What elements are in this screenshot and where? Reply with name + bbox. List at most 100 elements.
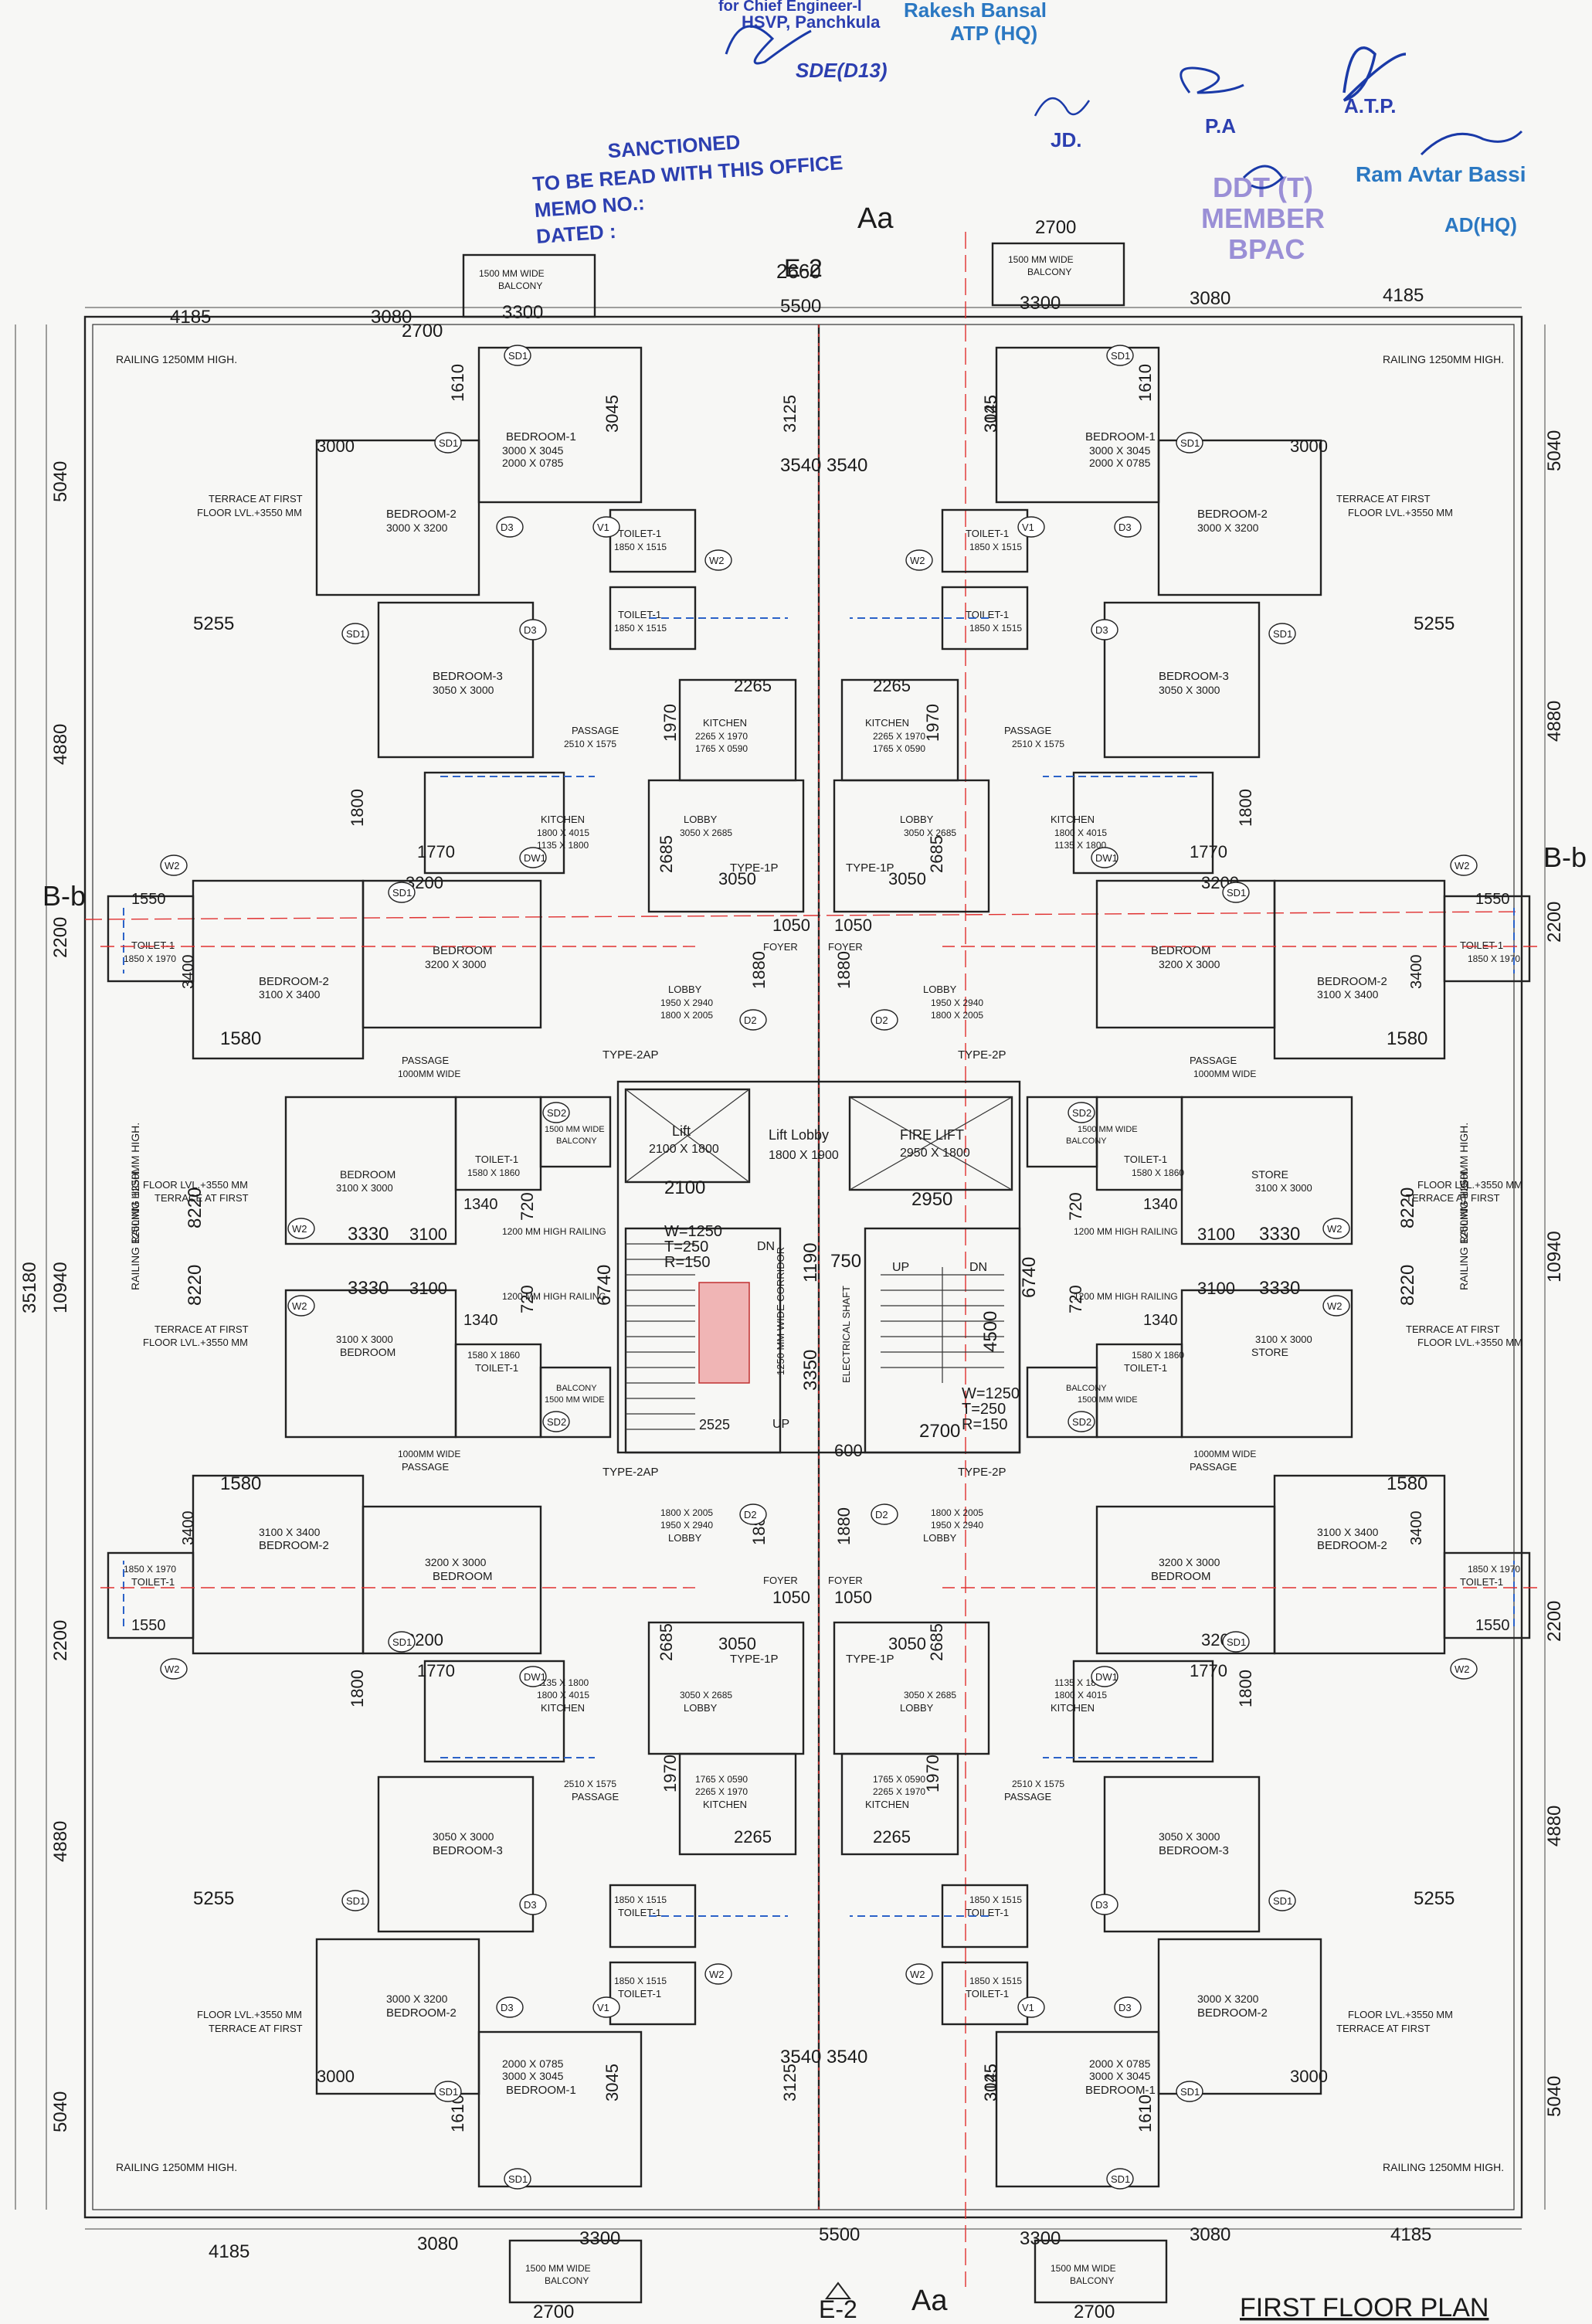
sw-toilet-side (107, 1551, 195, 1639)
balcony-bottom-right-l1: 1500 MM WIDE (1051, 2263, 1116, 2274)
ne-dim-3045: 3045 (981, 395, 1000, 433)
nw-passage2-wide: 1000MM WIDE (398, 1069, 460, 1079)
ne-tag-sd1-c-circle (1268, 623, 1296, 644)
se-bedroom2 (1157, 1938, 1322, 2095)
nw-bedroom2 (315, 439, 480, 596)
nw-kitchen-size2: 1765 X 0590 (695, 743, 748, 754)
dim-2700-core: 2700 (919, 1421, 960, 1442)
balcony-bottom-right (1034, 2239, 1168, 2304)
se-kitchen2-size: 1800 X 4015 (1054, 1690, 1107, 1701)
electrical-shaft-label: ELECTRICAL SHAFT (840, 1286, 852, 1383)
sanction-stamp: SANCTIONED TO BE READ WITH THIS OFFICE M… (531, 130, 844, 248)
nw-kitchen2-size: 1800 X 4015 (537, 827, 589, 838)
ne-bedroom3 (1103, 601, 1261, 759)
sw-terrace-side-2: FLOOR LVL.+3550 MM (143, 1179, 248, 1191)
se-dim-1050: 1050 (834, 1588, 872, 1607)
ne-tag-d1-label: D2 (875, 1014, 888, 1026)
nw-toilet-a-size: 1850 X 1515 (614, 542, 667, 552)
nw-bedroom3-label: BEDROOM-3 (433, 670, 503, 683)
top-dim-2: 3080 (371, 307, 412, 328)
se-dim-3050: 3050 (888, 1634, 926, 1653)
nw-passage2-label: PASSAGE (402, 1055, 450, 1066)
ne-tag-sd2-label: SD2 (1072, 1107, 1091, 1119)
se-bedroom1-size2: 2000 X 0785 (1089, 2057, 1151, 2070)
nw-bedroom-small-label: BEDROOM (340, 1168, 395, 1181)
ne-tag-sd1-b-circle (1176, 432, 1203, 454)
nw-dim-3400: 3400 (180, 955, 197, 990)
bottom-dim-1: 4185 (209, 2241, 249, 2262)
sw-dim-720: 720 (518, 1285, 537, 1313)
ne-toilet-small-label: TOILET-1 (1124, 1154, 1167, 1165)
nw-toilet-small-size: 1580 X 1860 (467, 1167, 520, 1178)
ne-tag-d2-a-circle (1114, 516, 1142, 538)
se-terrace-side-1: TERRACE AT FIRST (1406, 1192, 1500, 1204)
lift-lobby-size: 1800 X 1900 (769, 1149, 839, 1162)
signature-4 (1343, 46, 1407, 102)
sw-railing1200: 1200 MM HIGH RAILING (502, 1291, 606, 1302)
nw-type2: TYPE-2AP (603, 1048, 659, 1062)
nw-tag-sd1-b-circle (434, 432, 462, 454)
sw-dim-2685: 2685 (657, 1623, 676, 1661)
se-dim-1880: 1880 (834, 1507, 854, 1545)
se-kitchen-size2: 1765 X 0590 (873, 1774, 925, 1785)
nw-balcony-small-l2: BALCONY (556, 1137, 597, 1146)
signature-2 (1034, 97, 1091, 117)
header-sde: SDE(D13) (796, 59, 887, 82)
se-kitchen-label: KITCHEN (865, 1799, 909, 1810)
nw-foyer: FOYER (763, 941, 798, 953)
ne-tag-sd1-c-label: SD1 (1273, 628, 1292, 640)
nw-toilet-side-label: TOILET-1 (131, 939, 175, 951)
nw-dim-1340: 1340 (463, 1312, 498, 1329)
sw-bedroom1-size2: 2000 X 0785 (502, 2057, 564, 2070)
nw-tag-v1-label: W2 (709, 555, 725, 566)
bottom-dim-5: 3300 (1020, 2228, 1061, 2249)
stair-left-t: T=250 (664, 1238, 708, 1255)
nw-kitchen2 (423, 771, 565, 875)
sw-dim-1800: 1800 (348, 1670, 367, 1707)
sw-tag-sd1-b-circle (434, 2081, 462, 2102)
ne-dim-1880: 1880 (834, 951, 854, 989)
sw-tag-sd2-circle (542, 1411, 570, 1432)
se-bedroom3-size: 3050 X 3000 (1159, 1830, 1220, 1843)
nw-tag-dw1-circle (519, 847, 547, 868)
sw-dim-1050: 1050 (772, 1588, 810, 1607)
nw-railing1200: 1200 MM HIGH RAILING (502, 1226, 606, 1237)
plot-boundary (83, 315, 1523, 2219)
se-bedroom3 (1103, 1775, 1261, 1933)
ne-dim-5255: 5255 (1414, 613, 1455, 634)
nw-dim-1550: 1550 (131, 891, 166, 908)
se-railing: RAILING 1250MM HIGH. (1383, 2161, 1504, 2173)
ne-tag-w2-circle (1322, 1218, 1350, 1239)
balcony-top-left-l1: 1500 MM WIDE (479, 268, 545, 279)
officer1-title: ATP (HQ) (950, 22, 1037, 45)
se-balcony-small-l2: BALCONY (1066, 1384, 1107, 1393)
top-dim-6: 3080 (1190, 288, 1230, 309)
ne-tag-d1-circle (871, 1009, 898, 1031)
ne-bedroom-small-size: 3100 X 3000 (1255, 1182, 1312, 1194)
nw-railing-side: RAILING 1250MM HIGH. (129, 1123, 141, 1244)
sw-tag-dw1-circle (519, 1666, 547, 1687)
se-lobby2-label: LOBBY (923, 1532, 957, 1544)
se-toilet-a-label: TOILET-1 (966, 1988, 1009, 2000)
stamp-line-4: DATED : (535, 219, 616, 248)
ne-passage2-label: PASSAGE (1190, 1055, 1237, 1066)
se-bedroom3-label: BEDROOM-3 (1159, 1844, 1229, 1857)
ne-bedroom1-size: 3000 X 3045 (1089, 444, 1151, 457)
sw-bedroom-mid-label: BEDROOM (433, 1570, 493, 1583)
se-tag-w2-circle (1322, 1295, 1350, 1317)
sw-tag-d1-label: D2 (744, 1509, 757, 1520)
sw-tag-d1-circle (739, 1503, 767, 1525)
ne-tag-d2-b-label: D3 (1095, 624, 1108, 636)
sw-balcony-small-l1: 1500 MM WIDE (545, 1395, 605, 1405)
se-terrace-side-2: FLOOR LVL.+3550 MM (1417, 1179, 1522, 1191)
sw-bedroom3-size: 3050 X 3000 (433, 1830, 494, 1843)
ne-lobby2-label: LOBBY (923, 984, 957, 995)
sw-bedroom2-label: BEDROOM-2 (386, 2006, 457, 2020)
sw-lobby (647, 1621, 805, 1755)
sw-bedroom1 (477, 2030, 643, 2188)
ne-passage-size: 2510 X 1575 (1012, 739, 1064, 749)
se-toilet-a-size: 1850 X 1515 (969, 1976, 1022, 1986)
sw-bedroom-small-label: BEDROOM (340, 1346, 395, 1358)
sw-kitchen-size2: 1765 X 0590 (695, 1774, 748, 1785)
ne-tag-sd1-a-circle (1106, 345, 1134, 366)
